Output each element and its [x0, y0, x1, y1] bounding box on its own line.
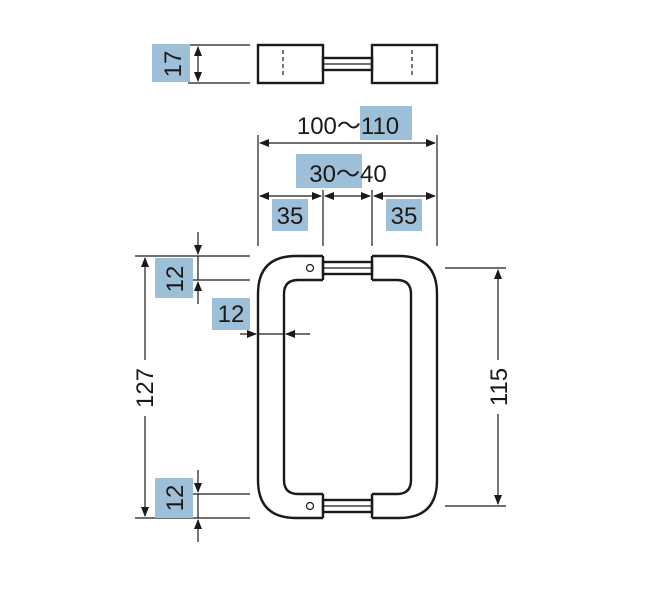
- highlight-bottom-thickness: [155, 478, 193, 518]
- dim-bottom-thickness: 12: [162, 485, 189, 512]
- dim-overall-height: 127: [132, 368, 159, 408]
- front-view: [256, 254, 439, 520]
- highlight-foot-right: [386, 199, 422, 231]
- highlight-gap-min: [296, 154, 328, 188]
- left-dimensions: 12 127 12 12: [132, 232, 310, 542]
- highlight-top-height: [152, 44, 190, 82]
- dim-gap-min: 30: [309, 161, 336, 188]
- dim-gap-max: 40: [360, 161, 387, 188]
- dim-top-thickness: 12: [162, 266, 189, 293]
- handle-inner-outline-left: [282, 278, 323, 496]
- highlight-gap-sep: [328, 154, 362, 188]
- dim-wall-thickness: 12: [218, 301, 245, 328]
- dim-gap: 30～40: [309, 161, 386, 188]
- top-view-right-foot: [370, 43, 439, 85]
- dim-inner-height: 115: [486, 368, 513, 406]
- width-dimensions: 100～110 30～40 35 35: [257, 106, 438, 246]
- dim-width: 100～110: [297, 113, 399, 140]
- dim-gap-sep: ～: [336, 161, 360, 188]
- dim-top-height: 17: [160, 51, 187, 78]
- top-view-left-foot: [256, 43, 325, 85]
- handle-inner-outline-right: [372, 278, 413, 496]
- handle-outer-outline: [256, 254, 323, 520]
- bottom-screw-hole: [305, 501, 315, 511]
- top-screw-hole: [305, 263, 315, 273]
- dim-foot-left: 35: [277, 203, 304, 230]
- highlight-top-thickness: [155, 258, 193, 298]
- highlight-foot-left: [272, 199, 308, 231]
- dim-foot-right: 35: [391, 203, 418, 230]
- dim-width-max: 110: [361, 113, 399, 140]
- handle-outer-outline-right: [372, 254, 439, 520]
- highlight-width-max: [360, 106, 412, 140]
- highlight-wall-thickness: [212, 298, 250, 330]
- right-dimensions: 115: [445, 267, 513, 507]
- top-view: 17: [152, 43, 439, 85]
- dim-width-min: 100: [297, 113, 337, 140]
- dim-width-sep: ～: [337, 113, 361, 140]
